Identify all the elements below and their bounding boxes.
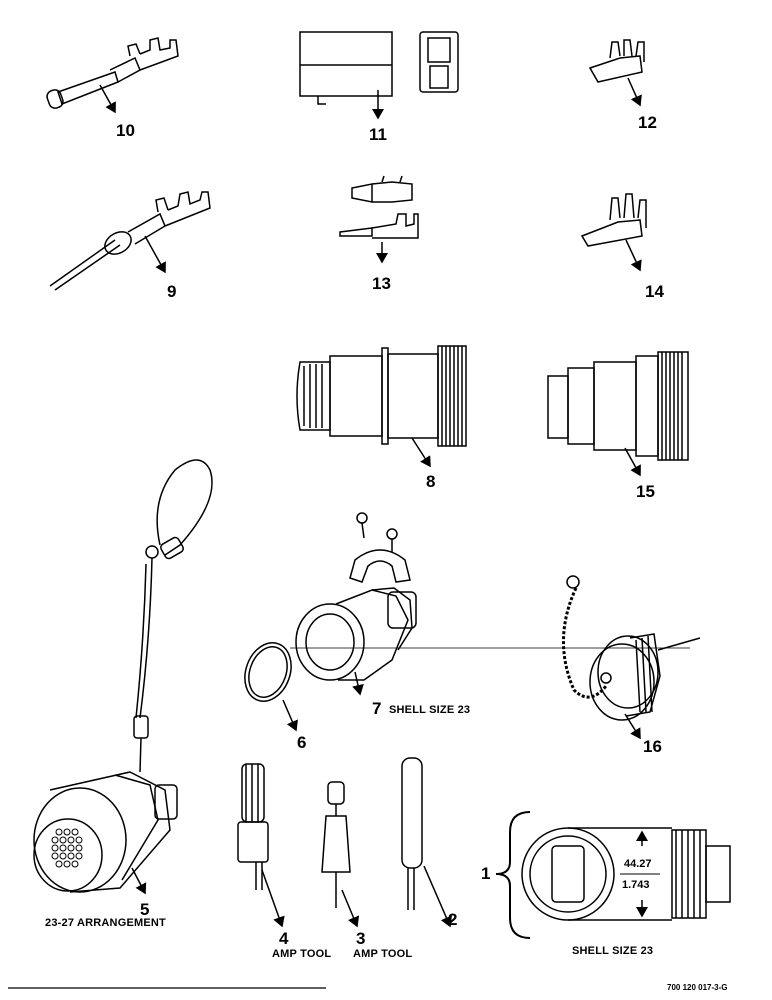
extraction-tool-2 [401, 757, 423, 910]
leader-3 [341, 889, 360, 928]
leader-14 [625, 239, 642, 272]
contact-pair-13 [339, 175, 419, 239]
leader-10 [99, 84, 116, 114]
backshell-8 [296, 345, 467, 447]
receptacle-1 [495, 811, 731, 939]
dimension-metric: 44.27 [624, 858, 652, 870]
connector-5 [33, 459, 213, 893]
cap-16 [562, 575, 701, 721]
leader-2 [423, 865, 452, 928]
backshell-assembly-7 [290, 512, 690, 681]
pin-contact-10 [46, 37, 179, 109]
callout-5: 5 [140, 900, 150, 919]
caption-arrangement-5: 23-27 ARRANGEMENT [45, 917, 166, 929]
amp-tool-3 [321, 781, 351, 908]
callout-4: 4 [279, 929, 289, 948]
callout-9: 9 [167, 282, 177, 301]
leader-7 [352, 671, 364, 696]
leader-16 [624, 713, 641, 740]
callout-15: 15 [636, 482, 655, 501]
leader-8 [411, 437, 431, 468]
callout-13: 13 [372, 274, 391, 293]
callout-11: 11 [369, 125, 387, 144]
callout-14: 14 [645, 282, 664, 301]
caption-amp-tool-4: AMP TOOL [272, 948, 332, 960]
socket-contact-12 [588, 39, 645, 83]
callout-1: 1 [481, 864, 491, 883]
figure-reference: 700 120 017-3-G [667, 983, 728, 992]
leader-4 [261, 869, 285, 928]
amp-tool-4 [237, 763, 269, 890]
callout-16: 16 [643, 737, 662, 756]
backshell-15 [547, 351, 689, 461]
leader-5 [131, 867, 147, 895]
callout-6: 6 [297, 733, 307, 752]
leader-9 [144, 235, 166, 274]
long-pin-contact-9 [49, 191, 211, 291]
callout-12: 12 [638, 113, 657, 132]
leader-12 [627, 77, 642, 107]
callout-3: 3 [356, 929, 366, 948]
caption-amp-tool-3: AMP TOOL [353, 948, 413, 960]
leader-15 [624, 447, 641, 477]
callout-7: 7 [372, 699, 382, 718]
callout-8: 8 [426, 472, 436, 491]
housing-block-11 [299, 31, 459, 105]
ring-6 [244, 642, 292, 702]
socket-contact-14 [580, 193, 647, 247]
caption-shell-size-1: SHELL SIZE 23 [572, 945, 654, 957]
caption-shell-size-7: SHELL SIZE 23 [389, 704, 471, 716]
leader-6 [282, 699, 298, 732]
callout-2: 2 [448, 910, 458, 929]
callout-10: 10 [116, 121, 135, 140]
dimension-imperial: 1.743 [622, 879, 650, 891]
